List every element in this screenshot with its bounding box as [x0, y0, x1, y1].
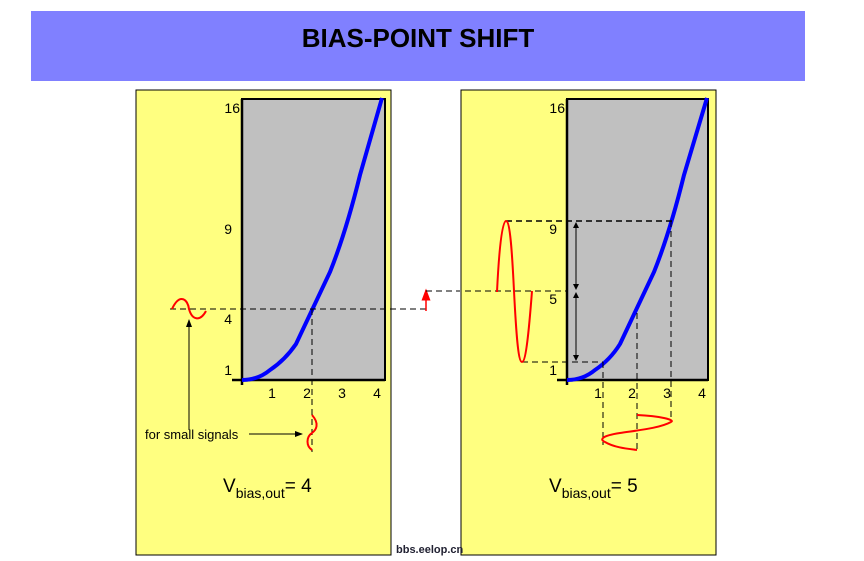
input-signal — [306, 414, 318, 451]
y-tick: 9 — [549, 221, 557, 237]
plot-area — [241, 98, 386, 381]
x-tick: 2 — [303, 385, 311, 401]
input-signal — [601, 414, 673, 451]
output-signal — [496, 219, 533, 364]
transfer-curve — [241, 97, 384, 382]
x-tick: 1 — [268, 385, 276, 401]
y-tick: 1 — [549, 362, 557, 378]
left-panel: 16 9 4 1 1 2 3 4 for small signals Vbias… — [135, 89, 426, 556]
output-signal — [171, 298, 207, 320]
x-tick: 3 — [663, 385, 671, 401]
bias-label: Vbias,out= 5 — [549, 476, 638, 501]
y-tick: 9 — [224, 221, 232, 237]
page-title: BIAS-POINT SHIFT — [302, 23, 535, 53]
y-tick: 5 — [549, 291, 557, 307]
transfer-curve — [566, 97, 709, 382]
x-tick: 1 — [594, 385, 602, 401]
title-banner — [31, 11, 805, 81]
x-tick: 4 — [698, 385, 706, 401]
watermark: bbs.eelop.cn — [396, 544, 464, 556]
right-panel: 16 9 5 1 1 2 3 4 Vbias,out= 5 — [460, 89, 717, 556]
y-tick: 1 — [224, 362, 232, 378]
bias-label: Vbias,out= 4 — [223, 476, 312, 501]
note-label: for small signals — [145, 427, 239, 442]
x-tick: 4 — [373, 385, 381, 401]
x-tick: 2 — [628, 385, 636, 401]
y-tick: 16 — [224, 100, 240, 116]
x-tick: 3 — [338, 385, 346, 401]
y-tick: 4 — [224, 311, 232, 327]
y-tick: 16 — [549, 100, 565, 116]
